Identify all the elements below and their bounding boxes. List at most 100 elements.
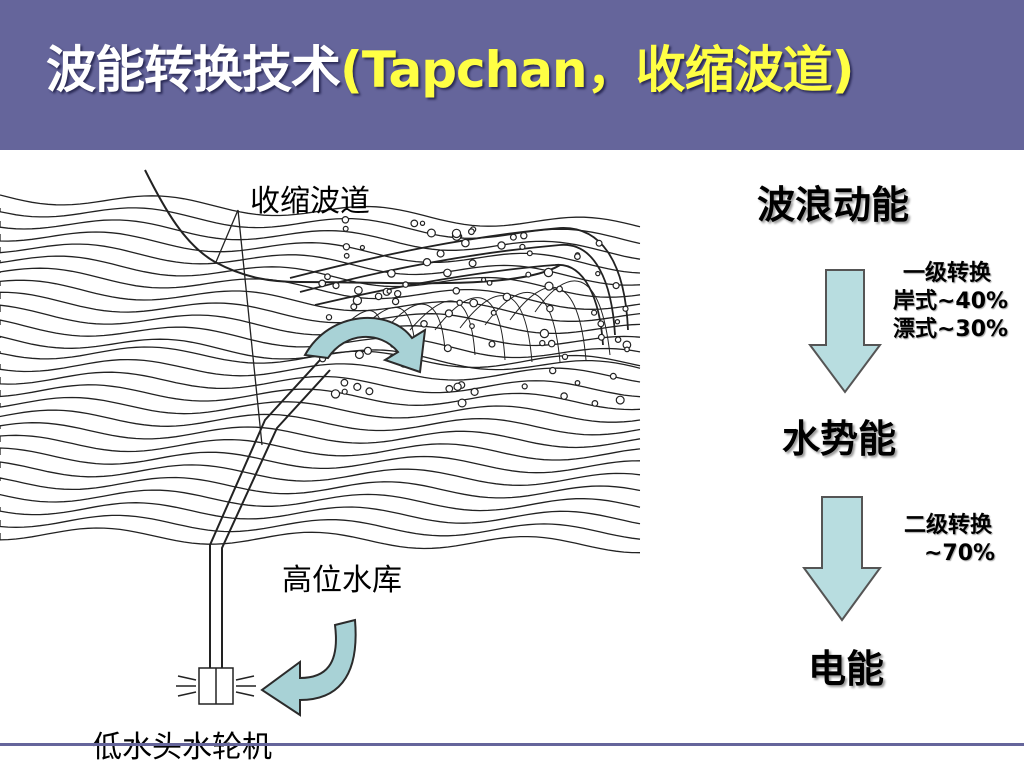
wave-line <box>0 304 641 347</box>
spray-droplet <box>574 380 581 386</box>
spray-droplet <box>340 378 349 387</box>
wave-line <box>0 422 641 449</box>
turbine-icon <box>176 667 256 705</box>
spray-droplet <box>420 319 428 328</box>
stage-potential: 水势能 <box>782 417 897 461</box>
spray-droplet <box>350 303 358 311</box>
spray-droplet <box>543 267 554 278</box>
spray-droplet <box>497 241 506 250</box>
spray-droplet <box>595 270 601 277</box>
spray-droplet <box>539 328 550 339</box>
wave-line <box>0 489 641 512</box>
spray-droplet <box>436 249 445 258</box>
spray-droplet <box>574 253 581 261</box>
spray-droplet <box>488 340 496 348</box>
wave-line <box>0 267 641 310</box>
flow-arrow-1 <box>808 269 882 394</box>
spray-droplet <box>452 286 461 295</box>
spray-droplet <box>525 271 532 278</box>
spray-droplet <box>352 295 363 306</box>
spray-droplet <box>561 353 569 360</box>
spray-droplet <box>341 388 348 395</box>
spray-droplet <box>614 336 622 344</box>
spray-droplet <box>419 220 426 226</box>
spray-droplet <box>445 384 454 393</box>
spray-droplet <box>353 382 362 391</box>
channel-walls <box>289 227 629 346</box>
overtopping-arrow <box>303 316 427 374</box>
spray-droplet <box>560 392 568 400</box>
spray-droplet <box>590 309 598 316</box>
wave-line <box>0 447 641 474</box>
wave-line <box>0 194 641 228</box>
spray-droplet <box>486 280 493 286</box>
spray-droplet <box>468 259 477 268</box>
wave-line <box>0 527 641 554</box>
spray-droplet <box>612 282 620 290</box>
spray-droplet <box>451 228 462 239</box>
spray-droplet <box>443 344 452 353</box>
wave-line <box>0 371 641 398</box>
spray-droplet <box>453 382 462 391</box>
stage-electric: 电能 <box>808 647 885 691</box>
return-flow-arrow <box>260 618 357 717</box>
spray-droplet <box>324 273 331 281</box>
spray-droplet <box>461 238 470 248</box>
spray-droplet <box>546 304 554 313</box>
spray-droplet <box>609 372 617 380</box>
spray-droplet <box>549 366 557 375</box>
title-bar: 波能转换技术(Tapchan，收缩波道) <box>0 0 1024 150</box>
spray-droplet <box>521 383 528 390</box>
spray-droplet <box>509 233 517 241</box>
title-main: 波能转换技术 <box>46 41 341 99</box>
wave-line <box>0 243 641 286</box>
spray-droplet <box>343 252 350 259</box>
wave-line <box>0 384 641 411</box>
spray-droplet <box>490 309 497 316</box>
spray-droplet <box>394 290 402 298</box>
spray-droplet <box>325 314 333 321</box>
spray-droplet <box>387 269 396 278</box>
spray-droplet <box>468 228 475 236</box>
outlet-pipe <box>209 359 331 690</box>
conv1-float: 漂式~30% <box>893 317 1009 342</box>
spray-droplet <box>341 216 350 224</box>
conv1-title: 一级转换 <box>903 261 992 286</box>
ocean-waves <box>0 194 641 554</box>
spray-droplet <box>469 323 475 330</box>
spray-droplet <box>330 389 341 399</box>
wave-line <box>0 409 641 436</box>
footer-rule <box>0 743 1024 746</box>
conv2-title: 二级转换 <box>904 513 993 538</box>
spray-droplet <box>519 243 526 250</box>
spray-droplet <box>443 268 452 278</box>
spray-droplet <box>547 339 556 348</box>
spray-droplet <box>342 225 349 232</box>
spray-droplet <box>354 350 364 360</box>
conversion-1-note: 一级转换 岸式~40% 漂式~30% <box>893 260 1008 344</box>
spray-droplet <box>597 333 605 341</box>
spray-droplet <box>470 387 479 396</box>
flow-arrow-2 <box>802 496 882 622</box>
spray-droplet <box>544 281 554 291</box>
wave-line <box>0 476 641 499</box>
wave-line <box>0 231 641 274</box>
spray-droplet <box>374 292 383 301</box>
conv1-shore: 岸式~40% <box>893 289 1009 314</box>
spray-droplet <box>342 243 351 251</box>
page-title: 波能转换技术(Tapchan，收缩波道) <box>46 30 854 102</box>
spray-droplet <box>444 309 453 318</box>
wave-line <box>0 291 641 335</box>
label-tapered-channel: 收缩波道 <box>250 184 370 219</box>
spray-droplet <box>614 319 621 325</box>
spray-droplet <box>556 285 563 293</box>
wave-line <box>0 396 641 423</box>
spray-droplet <box>520 231 528 240</box>
cliff-outline <box>144 169 561 285</box>
spray-droplet <box>386 288 392 294</box>
spray-droplets <box>318 216 632 408</box>
spray-droplet <box>539 339 546 347</box>
conv2-eff: ~70% <box>924 541 996 566</box>
title-sub: (Tapchan，收缩波道) <box>340 41 854 99</box>
wave-line <box>0 219 641 260</box>
